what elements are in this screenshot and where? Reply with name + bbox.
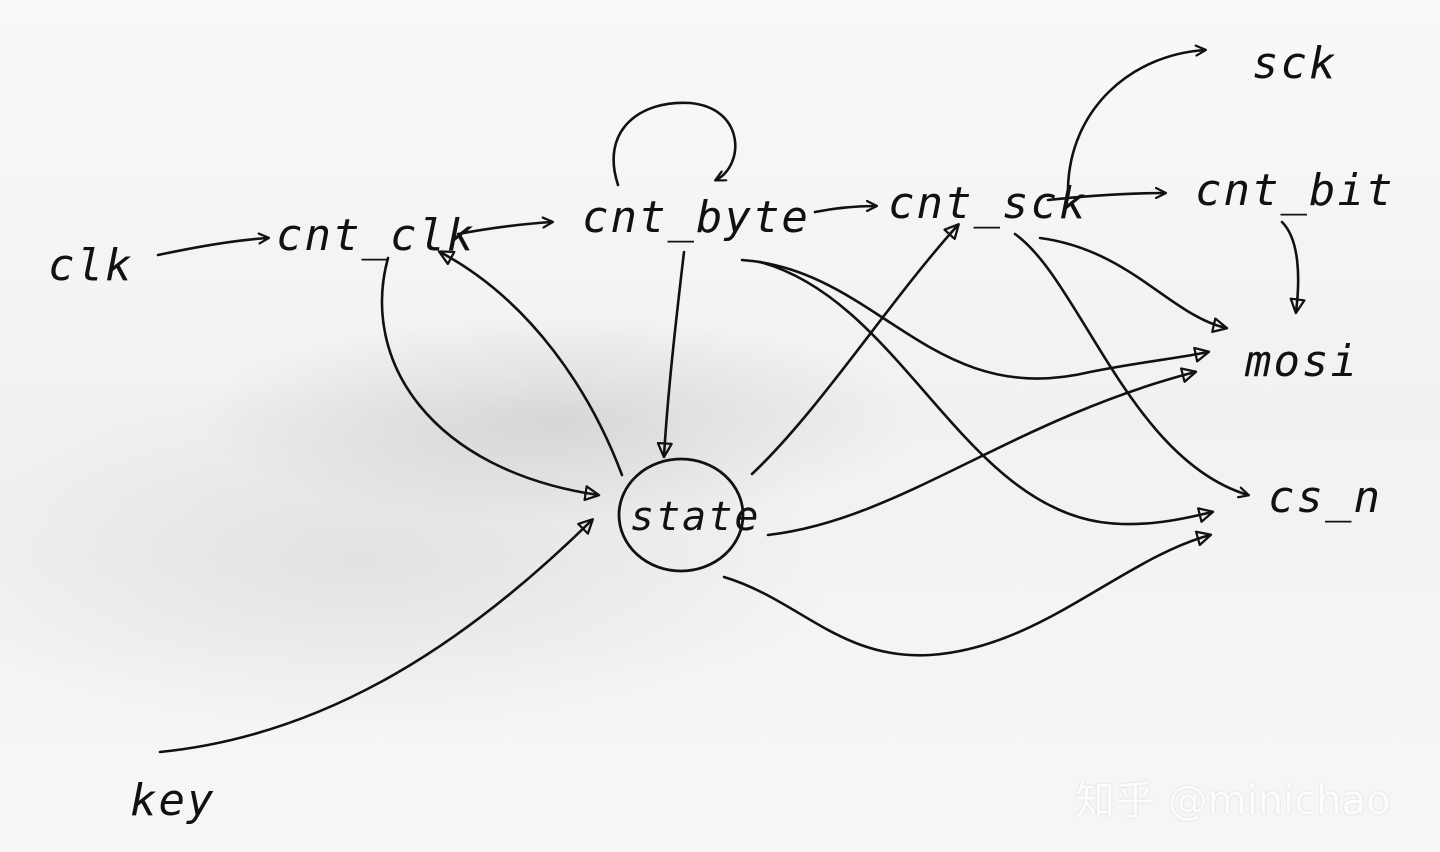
node-clk: clk	[48, 240, 133, 291]
node-labels: clk cnt_clk cnt_byte cnt_sck cnt_bit sck…	[48, 38, 1394, 826]
edge-cnt-sck-to-cs-n	[1013, 232, 1248, 495]
node-mosi: mosi	[1244, 336, 1359, 387]
edge-cnt-bit-to-mosi	[1280, 220, 1306, 315]
edge-cnt-sck-to-sck	[1066, 50, 1205, 190]
state-circle	[617, 457, 745, 573]
edge-cnt-clk-to-state	[380, 256, 601, 502]
edge-cnt-sck-to-cnt-bit	[1046, 193, 1165, 202]
node-key: key	[130, 775, 215, 826]
edge-cnt-clk-to-cnt-byte	[456, 222, 552, 236]
edge-cnt-byte-to-cs-n	[758, 260, 1215, 526]
node-state: state	[630, 494, 760, 540]
node-cs-n: cs_n	[1268, 472, 1382, 523]
edge-cnt-byte-to-cnt-sck	[813, 206, 876, 214]
edge-state-to-cs-n	[722, 530, 1213, 657]
edge-state-to-mosi	[766, 367, 1198, 537]
node-cnt-byte: cnt_byte	[582, 192, 810, 243]
node-sck: sck	[1252, 38, 1337, 89]
edge-cnt-byte-to-state	[656, 250, 686, 459]
node-cnt-clk: cnt_clk	[276, 210, 475, 261]
edge-cnt-sck-to-mosi	[1038, 236, 1229, 333]
watermark: 知乎 @minichao	[1075, 778, 1391, 824]
edge-cnt-byte-to-mosi	[740, 258, 1211, 380]
edges	[156, 50, 1306, 754]
edge-cnt-byte-self-loop	[612, 101, 737, 187]
node-cnt-bit: cnt_bit	[1195, 165, 1394, 216]
edge-state-to-cnt-clk	[437, 250, 624, 477]
node-cnt-sck: cnt_sck	[888, 178, 1087, 229]
edge-state-to-cnt-sck	[750, 223, 960, 476]
edge-key-to-state	[158, 518, 594, 754]
edge-clk-to-cnt-clk	[156, 238, 268, 257]
